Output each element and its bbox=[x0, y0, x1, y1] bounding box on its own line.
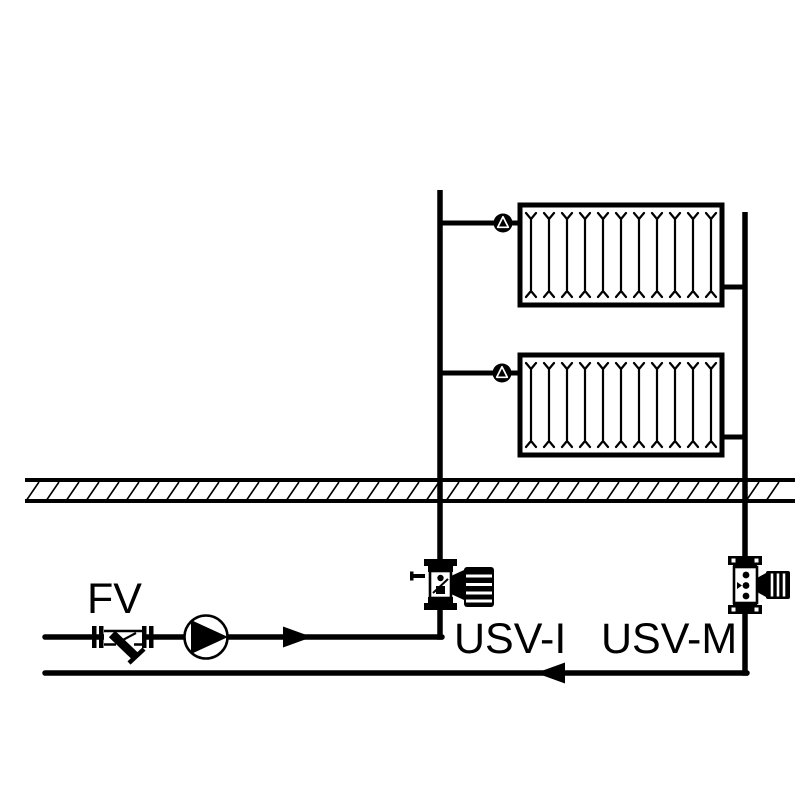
supply-valve-label: USV-I bbox=[454, 615, 566, 663]
handwheel-ribs bbox=[466, 574, 492, 603]
supply-flow-arrow-icon bbox=[283, 626, 312, 648]
valve-cone bbox=[757, 573, 766, 597]
usv-i-valve-icon bbox=[410, 559, 494, 610]
filter-label: FV bbox=[87, 575, 142, 623]
strainer-cap bbox=[127, 647, 146, 665]
radiator-fins bbox=[524, 211, 718, 299]
valve-triangle bbox=[496, 215, 510, 229]
radiator-1 bbox=[517, 202, 725, 308]
filter-icon bbox=[92, 626, 154, 665]
pump-icon bbox=[183, 614, 229, 660]
strainer-screen bbox=[119, 632, 137, 643]
floor-slab-hatch bbox=[26, 481, 780, 500]
valve-pin bbox=[412, 574, 425, 578]
strainer-leg bbox=[108, 630, 140, 661]
return-valve-label: USV-M bbox=[601, 615, 737, 663]
pump-impeller-triangle bbox=[191, 620, 228, 654]
floor-slab-borders bbox=[25, 478, 795, 503]
return-flow-arrow-icon bbox=[536, 662, 565, 684]
radiator-2-valve bbox=[492, 363, 512, 383]
usv-m-valve-icon bbox=[728, 556, 790, 614]
valve-cone bbox=[451, 570, 464, 600]
valve-triangle bbox=[495, 365, 509, 379]
radiator-fins bbox=[524, 361, 718, 449]
handwheel-ribs bbox=[770, 573, 786, 597]
radiator-1-valve bbox=[493, 213, 513, 233]
floor-slab bbox=[25, 478, 795, 503]
radiator-2 bbox=[517, 352, 725, 458]
